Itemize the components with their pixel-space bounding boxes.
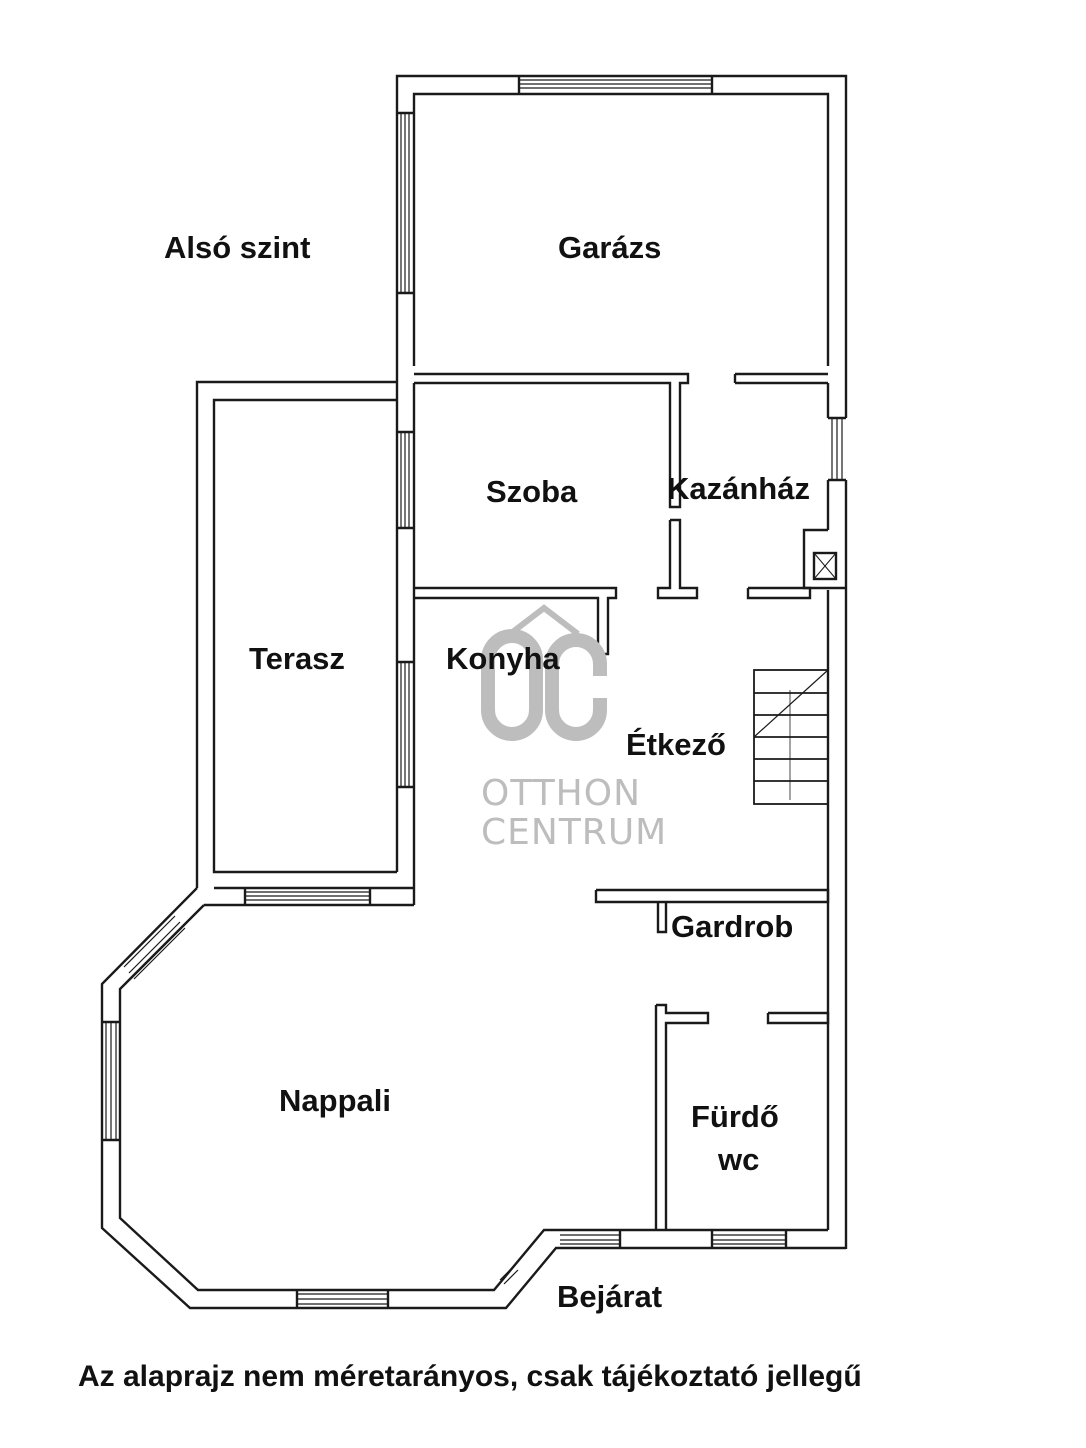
- garage-walls: [395, 74, 848, 418]
- room-label-room: Szoba: [486, 474, 578, 509]
- living-room-walls: [100, 887, 846, 1310]
- room-label-bathroom-line1: Fürdő: [691, 1099, 779, 1134]
- otthon-centrum-logo: [481, 604, 607, 741]
- disclaimer-text: Az alaprajz nem méretarányos, csak tájék…: [78, 1360, 862, 1393]
- room-label-dining: Étkező: [626, 727, 726, 762]
- logo-roof-icon: [508, 604, 580, 637]
- terrace-walls: [195, 380, 414, 907]
- east-wall: [802, 383, 848, 1249]
- room-label-kitchen: Konyha: [446, 641, 560, 676]
- entrance-label: Bejárat: [557, 1279, 663, 1314]
- logo-letter-c: [545, 633, 607, 741]
- watermark-line1: OTTHON: [481, 773, 642, 814]
- room-label-boiler-room: Kazánház: [667, 471, 810, 506]
- logo-letter-o: [481, 629, 543, 741]
- room-label-wardrobe: Gardrob: [671, 909, 794, 944]
- room-label-bathroom-line2: wc: [718, 1142, 760, 1177]
- terrace-inner-wall: [395, 382, 416, 905]
- floor-label: Alsó szint: [164, 230, 311, 265]
- room-label-garage: Garázs: [558, 230, 662, 265]
- staircase: [753, 669, 829, 805]
- room-label-living-room: Nappali: [279, 1083, 391, 1118]
- room-label-terrace: Terasz: [249, 641, 345, 676]
- watermark-line2: CENTRUM: [481, 812, 668, 853]
